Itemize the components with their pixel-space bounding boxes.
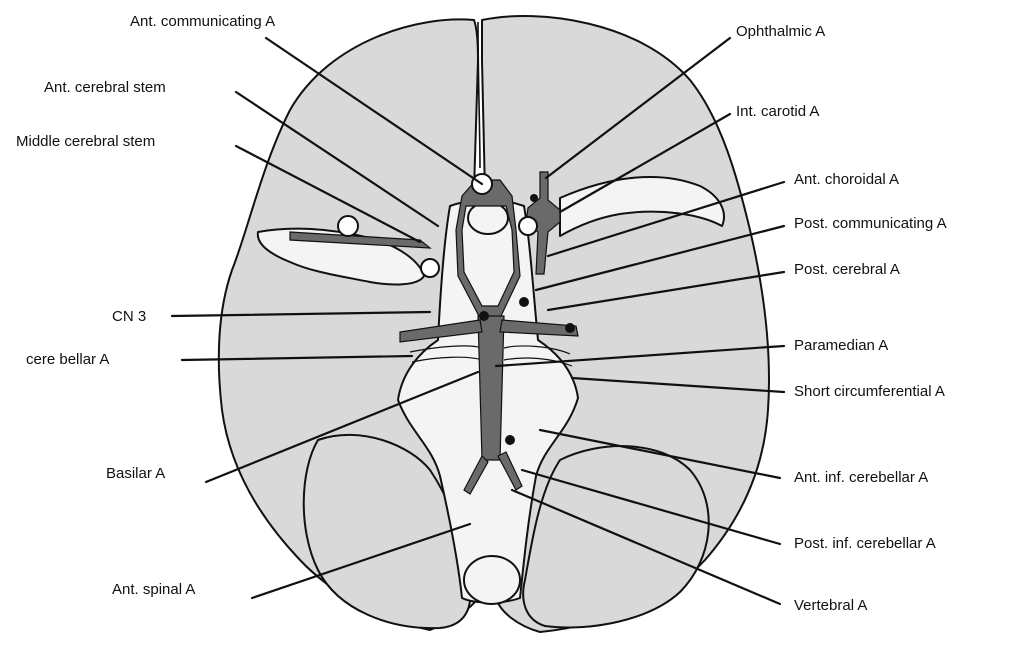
label-ophthalmic: Ophthalmic A xyxy=(736,23,825,40)
short-circ-dot xyxy=(565,323,575,333)
label-post-cerebral: Post. cerebral A xyxy=(794,261,900,278)
choroidal-dot xyxy=(530,194,538,202)
label-int-carotid: Int. carotid A xyxy=(736,103,819,120)
ant-inf-dot xyxy=(505,435,515,445)
longitudinal-fissure xyxy=(478,22,480,168)
right-carotid-cut xyxy=(519,217,537,235)
label-cerebellar: cere bellar A xyxy=(26,351,109,368)
label-ant-cerebral-stem: Ant. cerebral stem xyxy=(44,79,166,96)
spinal-cord-section xyxy=(464,556,520,604)
optic-chiasm xyxy=(468,202,508,234)
label-vertebral: Vertebral A xyxy=(794,597,867,614)
label-cn3: CN 3 xyxy=(112,308,146,325)
basilar-artery xyxy=(478,316,504,460)
cn3-left-cut xyxy=(421,259,439,277)
label-post-communicating: Post. communicating A xyxy=(794,215,947,232)
post-cerebral-dot xyxy=(519,297,529,307)
label-ant-spinal: Ant. spinal A xyxy=(112,581,195,598)
label-short-circumferential: Short circumferential A xyxy=(794,383,945,400)
label-ant-communicating: Ant. communicating A xyxy=(130,13,275,30)
label-basilar: Basilar A xyxy=(106,465,165,482)
label-ant-choroidal: Ant. choroidal A xyxy=(794,171,899,188)
paramedian-dot xyxy=(479,311,489,321)
label-middle-cerebral-stem: Middle cerebral stem xyxy=(16,133,155,150)
label-paramedian: Paramedian A xyxy=(794,337,888,354)
label-ant-inf-cerebellar: Ant. inf. cerebellar A xyxy=(794,469,928,486)
label-post-inf-cerebellar: Post. inf. cerebellar A xyxy=(794,535,936,552)
left-carotid-cut xyxy=(338,216,358,236)
